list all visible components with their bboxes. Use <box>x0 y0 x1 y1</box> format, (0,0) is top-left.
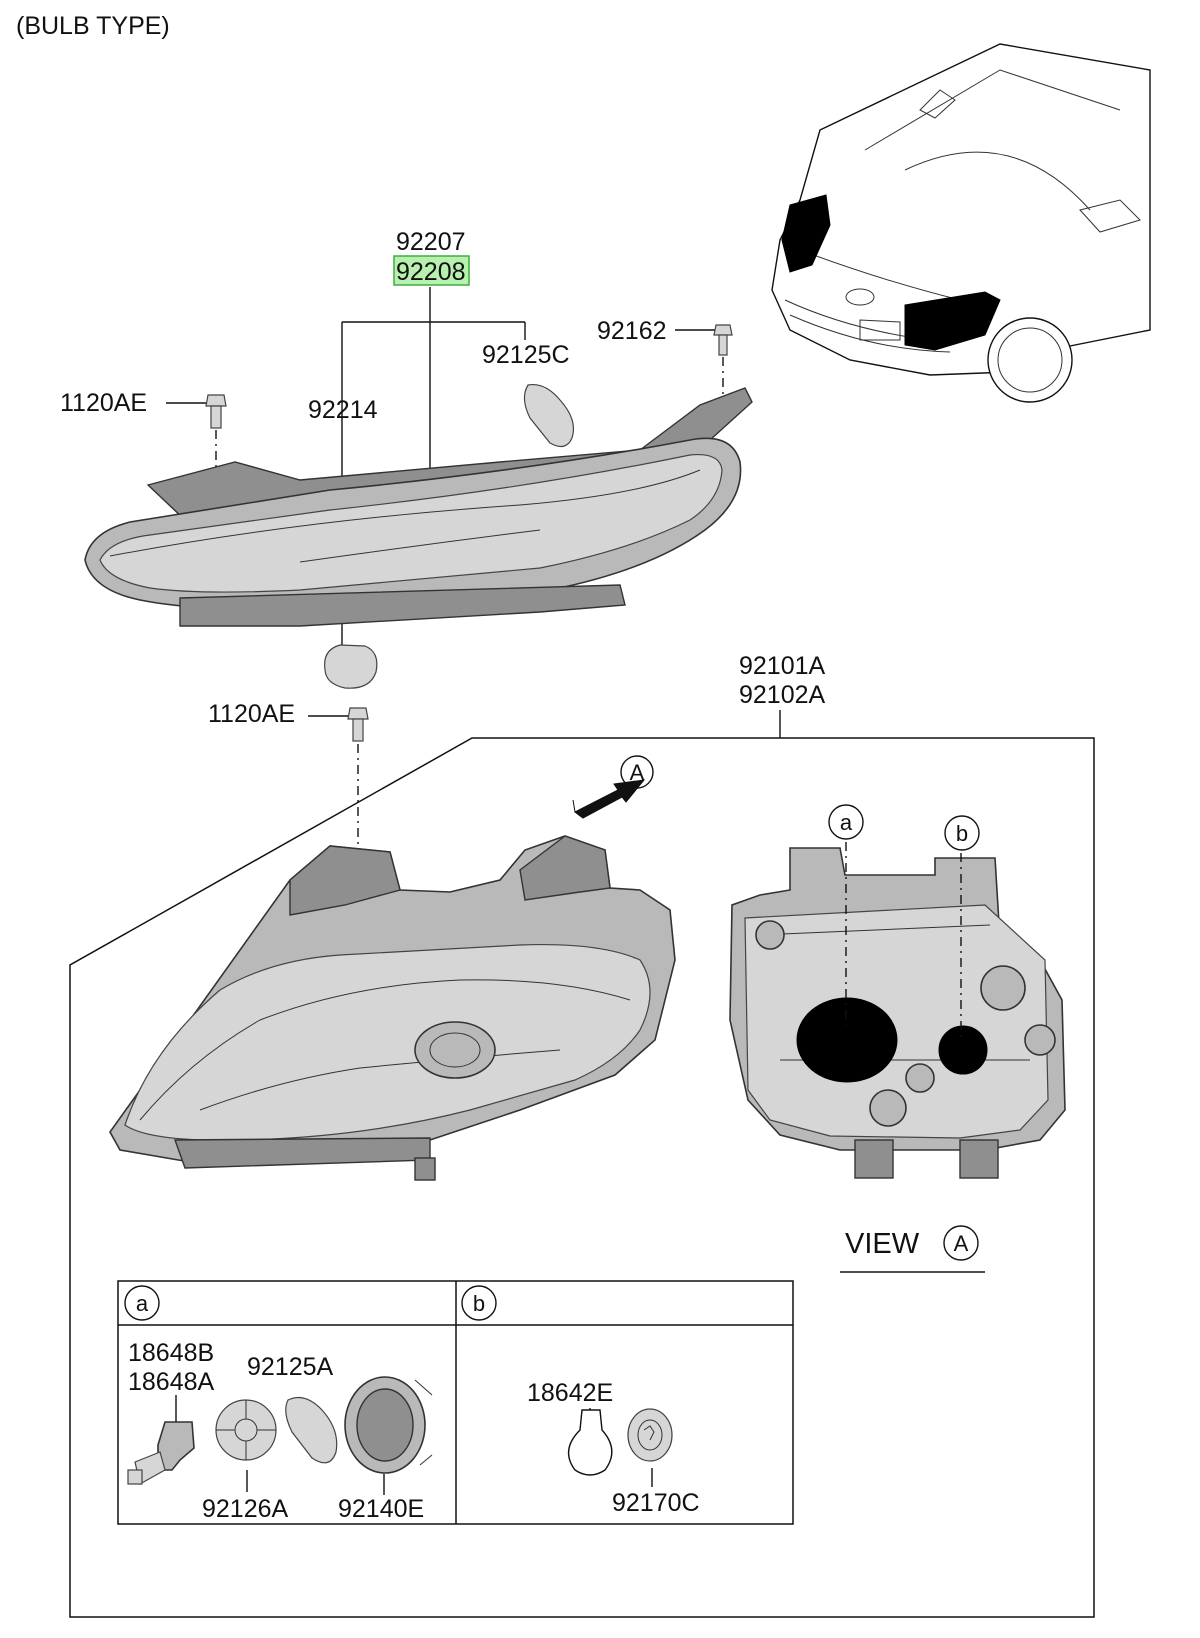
socket-92170C-icon[interactable] <box>627 1408 673 1462</box>
callout-1120AE-mid[interactable]: 1120AE <box>208 700 295 728</box>
legend-a-marker: a <box>136 1291 149 1316</box>
callout-18642E[interactable]: 18642E <box>527 1379 613 1407</box>
callout-92207[interactable]: 92207 <box>396 228 466 256</box>
callout-92101A[interactable]: 92101A <box>739 652 826 680</box>
callout-92208[interactable]: 92208 <box>396 258 466 286</box>
legend-a-marker-circle <box>124 1285 160 1321</box>
callout-92125C[interactable]: 92125C <box>482 341 570 369</box>
socket-a-marker: a <box>840 810 853 835</box>
socket-b-marker-circle <box>944 815 980 851</box>
bolt-1120AE-mid-icon[interactable] <box>347 707 369 742</box>
callout-92140E[interactable]: 92140E <box>338 1495 424 1523</box>
socket-b-marker: b <box>956 821 968 846</box>
callout-92170C[interactable]: 92170C <box>612 1489 700 1517</box>
view-title-marker-circle <box>943 1225 979 1261</box>
retaining-spring-92126A-icon[interactable] <box>215 1399 277 1461</box>
callout-1120AE-top[interactable]: 1120AE <box>60 389 147 417</box>
legend-b-marker: b <box>473 1291 485 1316</box>
bolt-92162-icon[interactable] <box>713 324 733 356</box>
socket-b-opening <box>938 1025 988 1075</box>
bulb-legend-table <box>117 1280 794 1525</box>
vehicle-locator-illustration <box>771 43 1151 403</box>
headlamp-assembly-top-view[interactable] <box>84 387 753 689</box>
view-title-marker: A <box>954 1231 969 1256</box>
callout-92214[interactable]: 92214 <box>308 396 378 424</box>
cover-92125A-icon[interactable] <box>285 1397 338 1464</box>
callout-92125A[interactable]: 92125A <box>247 1353 334 1381</box>
view-arrow-marker: A <box>630 760 645 785</box>
view-arrow-marker-circle <box>620 755 654 789</box>
view-direction-arrow <box>572 779 646 819</box>
halogen-bulb-18648-icon[interactable] <box>127 1421 195 1485</box>
callout-92162[interactable]: 92162 <box>597 317 667 345</box>
wedge-bulb-18642E-icon[interactable] <box>567 1409 613 1476</box>
view-title: VIEW <box>845 1228 920 1260</box>
cap-92140E-icon[interactable] <box>344 1376 433 1474</box>
callout-92102A[interactable]: 92102A <box>739 681 826 709</box>
socket-a-opening <box>796 997 898 1083</box>
callout-18648B[interactable]: 18648B <box>128 1339 214 1367</box>
headlamp-assembly-perspective[interactable] <box>109 835 676 1181</box>
diagram-title: (BULB TYPE) <box>16 12 170 40</box>
callout-92126A[interactable]: 92126A <box>202 1495 289 1523</box>
callout-18648A[interactable]: 18648A <box>128 1368 215 1396</box>
headlamp-rear-view[interactable] <box>729 847 1066 1179</box>
socket-a-marker-circle <box>828 804 864 840</box>
assembly-frame <box>69 737 1095 1618</box>
highlighted-part-box <box>393 255 470 286</box>
bolt-1120AE-top-icon[interactable] <box>205 394 227 429</box>
legend-b-marker-circle <box>461 1285 497 1321</box>
dust-cover-92125C-icon[interactable] <box>523 383 575 448</box>
socket-92214-icon <box>323 644 378 689</box>
